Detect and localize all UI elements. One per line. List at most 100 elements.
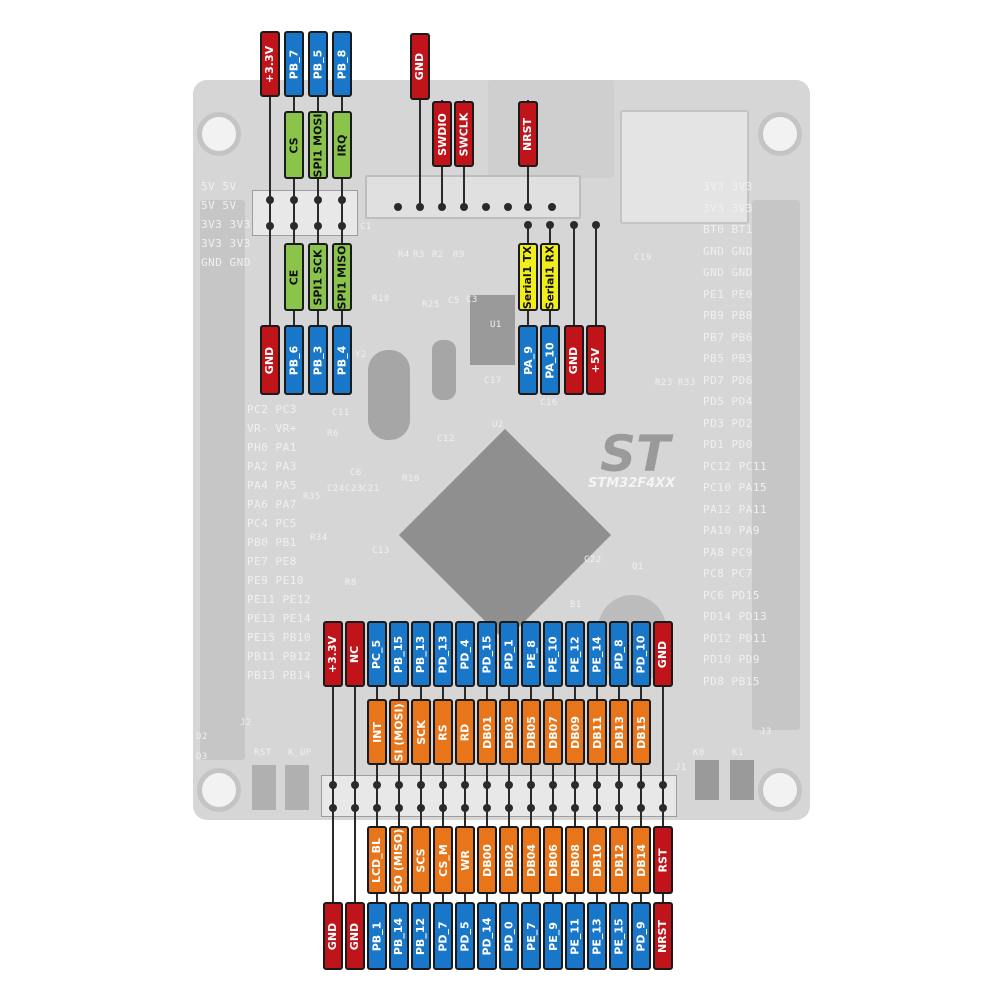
pin-dot (329, 781, 337, 789)
designator: R4 (398, 250, 410, 260)
pin-label-spi1-sck: SPI1 SCK (308, 243, 328, 311)
designator: R23 (655, 378, 673, 388)
pin-label-text: DB14 (634, 843, 648, 877)
silk-label: 3V3 3V3 (703, 201, 753, 215)
silk-label: GND GND (703, 244, 753, 258)
pin-dot (524, 221, 532, 229)
designator: J3 (760, 727, 772, 737)
pin-label-5v: +5V (586, 325, 606, 395)
pin-dot (527, 804, 535, 812)
pin-label-pd-7: PD_7 (433, 902, 453, 970)
pin-dot (290, 196, 298, 204)
designator: C11 (332, 408, 350, 418)
silk-label: PH0 PA1 (247, 441, 297, 454)
pin-label-db04: DB04 (521, 826, 541, 894)
swd-serial-header (365, 175, 581, 219)
pin-label-pe-13: PE_13 (587, 902, 607, 970)
silk-label: PA10 PA9 (703, 524, 760, 537)
mounting-hole (197, 768, 241, 812)
pin-label-text: Serial1 TX (521, 245, 535, 309)
pin-label-text: PD_7 (436, 920, 450, 952)
silk-label: VR- VR+ (247, 422, 297, 435)
pin-label-text: DB00 (480, 843, 494, 877)
pin-label-text: SCS (414, 847, 428, 873)
silk-label: PE15 PB10 (247, 631, 312, 644)
silk-label: PD14 PD13 (703, 610, 768, 623)
pin-dot (593, 781, 601, 789)
pin-label-text: DB03 (502, 715, 516, 749)
pin-label-pa-9: PA_9 (518, 325, 538, 395)
pin-label-text: PE_10 (546, 635, 560, 673)
pin-label-text: DB08 (568, 843, 582, 877)
pin-label-db05: DB05 (521, 699, 541, 765)
pin-dot (439, 804, 447, 812)
designator: B1 (570, 600, 582, 610)
designator: Y2 (355, 350, 367, 360)
mounting-hole (197, 112, 241, 156)
silk-label: PC2 PC3 (247, 403, 297, 416)
pin-label-swclk: SWCLK (454, 101, 474, 167)
designator: R10 (402, 474, 420, 484)
pin-label-pe-14: PE_14 (587, 621, 607, 687)
pin-label-3-3v: +3.3V (260, 31, 280, 97)
pin-label-text: SPI1 MOSI (311, 113, 325, 177)
pin-label-pd-4: PD_4 (455, 621, 475, 687)
designator: R34 (310, 533, 328, 543)
pin-dot (460, 203, 468, 211)
pin-label-text: DB06 (546, 843, 560, 877)
silk-label: PE7 PE8 (247, 555, 297, 568)
pin-label-db15: DB15 (631, 699, 651, 765)
silk-label: PB9 PB8 (703, 309, 753, 322)
pin-dot (615, 804, 623, 812)
designator: C13 (372, 546, 390, 556)
pin-dot (571, 804, 579, 812)
pin-label-gnd: GND (564, 325, 584, 395)
pin-label-cs: CS (284, 111, 304, 179)
pin-label-text: DB04 (524, 843, 538, 877)
pin-label-sck: SCK (411, 699, 431, 765)
pin-dot (417, 804, 425, 812)
pin-label-text: GND (263, 346, 277, 374)
pin-dot (314, 196, 322, 204)
pin-label-text: SCK (414, 719, 428, 745)
pin-label-text: PB_4 (335, 345, 349, 375)
pin-label-pb-1: PB_1 (367, 902, 387, 970)
pin-label-db14: DB14 (631, 826, 651, 894)
pin-label-text: SO (MISO) (392, 828, 406, 892)
pin-label-si-mosi: SI (MOSI) (389, 699, 409, 765)
pin-label-text: PB_13 (414, 635, 428, 673)
pin-label-text: DB01 (480, 715, 494, 749)
pin-dot (461, 804, 469, 812)
silk-label: GND GND (703, 266, 753, 279)
pin-label-text: PA_9 (521, 345, 535, 375)
pin-label-text: SWCLK (457, 112, 471, 156)
pin-dot (329, 804, 337, 812)
pin-label-text: NRST (521, 117, 535, 151)
designator: C1 (360, 222, 372, 232)
pin-dot (524, 203, 532, 211)
pin-label-text: PB_5 (311, 49, 325, 79)
pin-dot (549, 804, 557, 812)
pin-label-db01: DB01 (477, 699, 497, 765)
connector-wire (595, 226, 597, 330)
designator: K1 (732, 748, 744, 758)
designator: U1 (490, 320, 502, 330)
pin-dot (549, 781, 557, 789)
pin-label-text: PB_6 (287, 345, 301, 375)
mcu-name: STM32F4XX (588, 476, 676, 491)
pin-dot (592, 221, 600, 229)
pin-label-pd-10: PD_10 (631, 621, 651, 687)
pin-dot (482, 203, 490, 211)
pin-label-text: PB_8 (335, 49, 349, 79)
pin-label-db00: DB00 (477, 826, 497, 894)
pin-label-text: DB11 (590, 715, 604, 749)
designator: K0 (693, 748, 705, 758)
pin-label-text: IRQ (335, 134, 349, 156)
pin-label-text: PB_7 (287, 49, 301, 79)
pin-label-text: PD_5 (458, 920, 472, 952)
pin-label-pb-15: PB_15 (389, 621, 409, 687)
chip-u1 (470, 295, 515, 365)
pin-dot (395, 804, 403, 812)
pin-label-pb-5: PB_5 (308, 31, 328, 97)
connector-wire (317, 96, 319, 328)
